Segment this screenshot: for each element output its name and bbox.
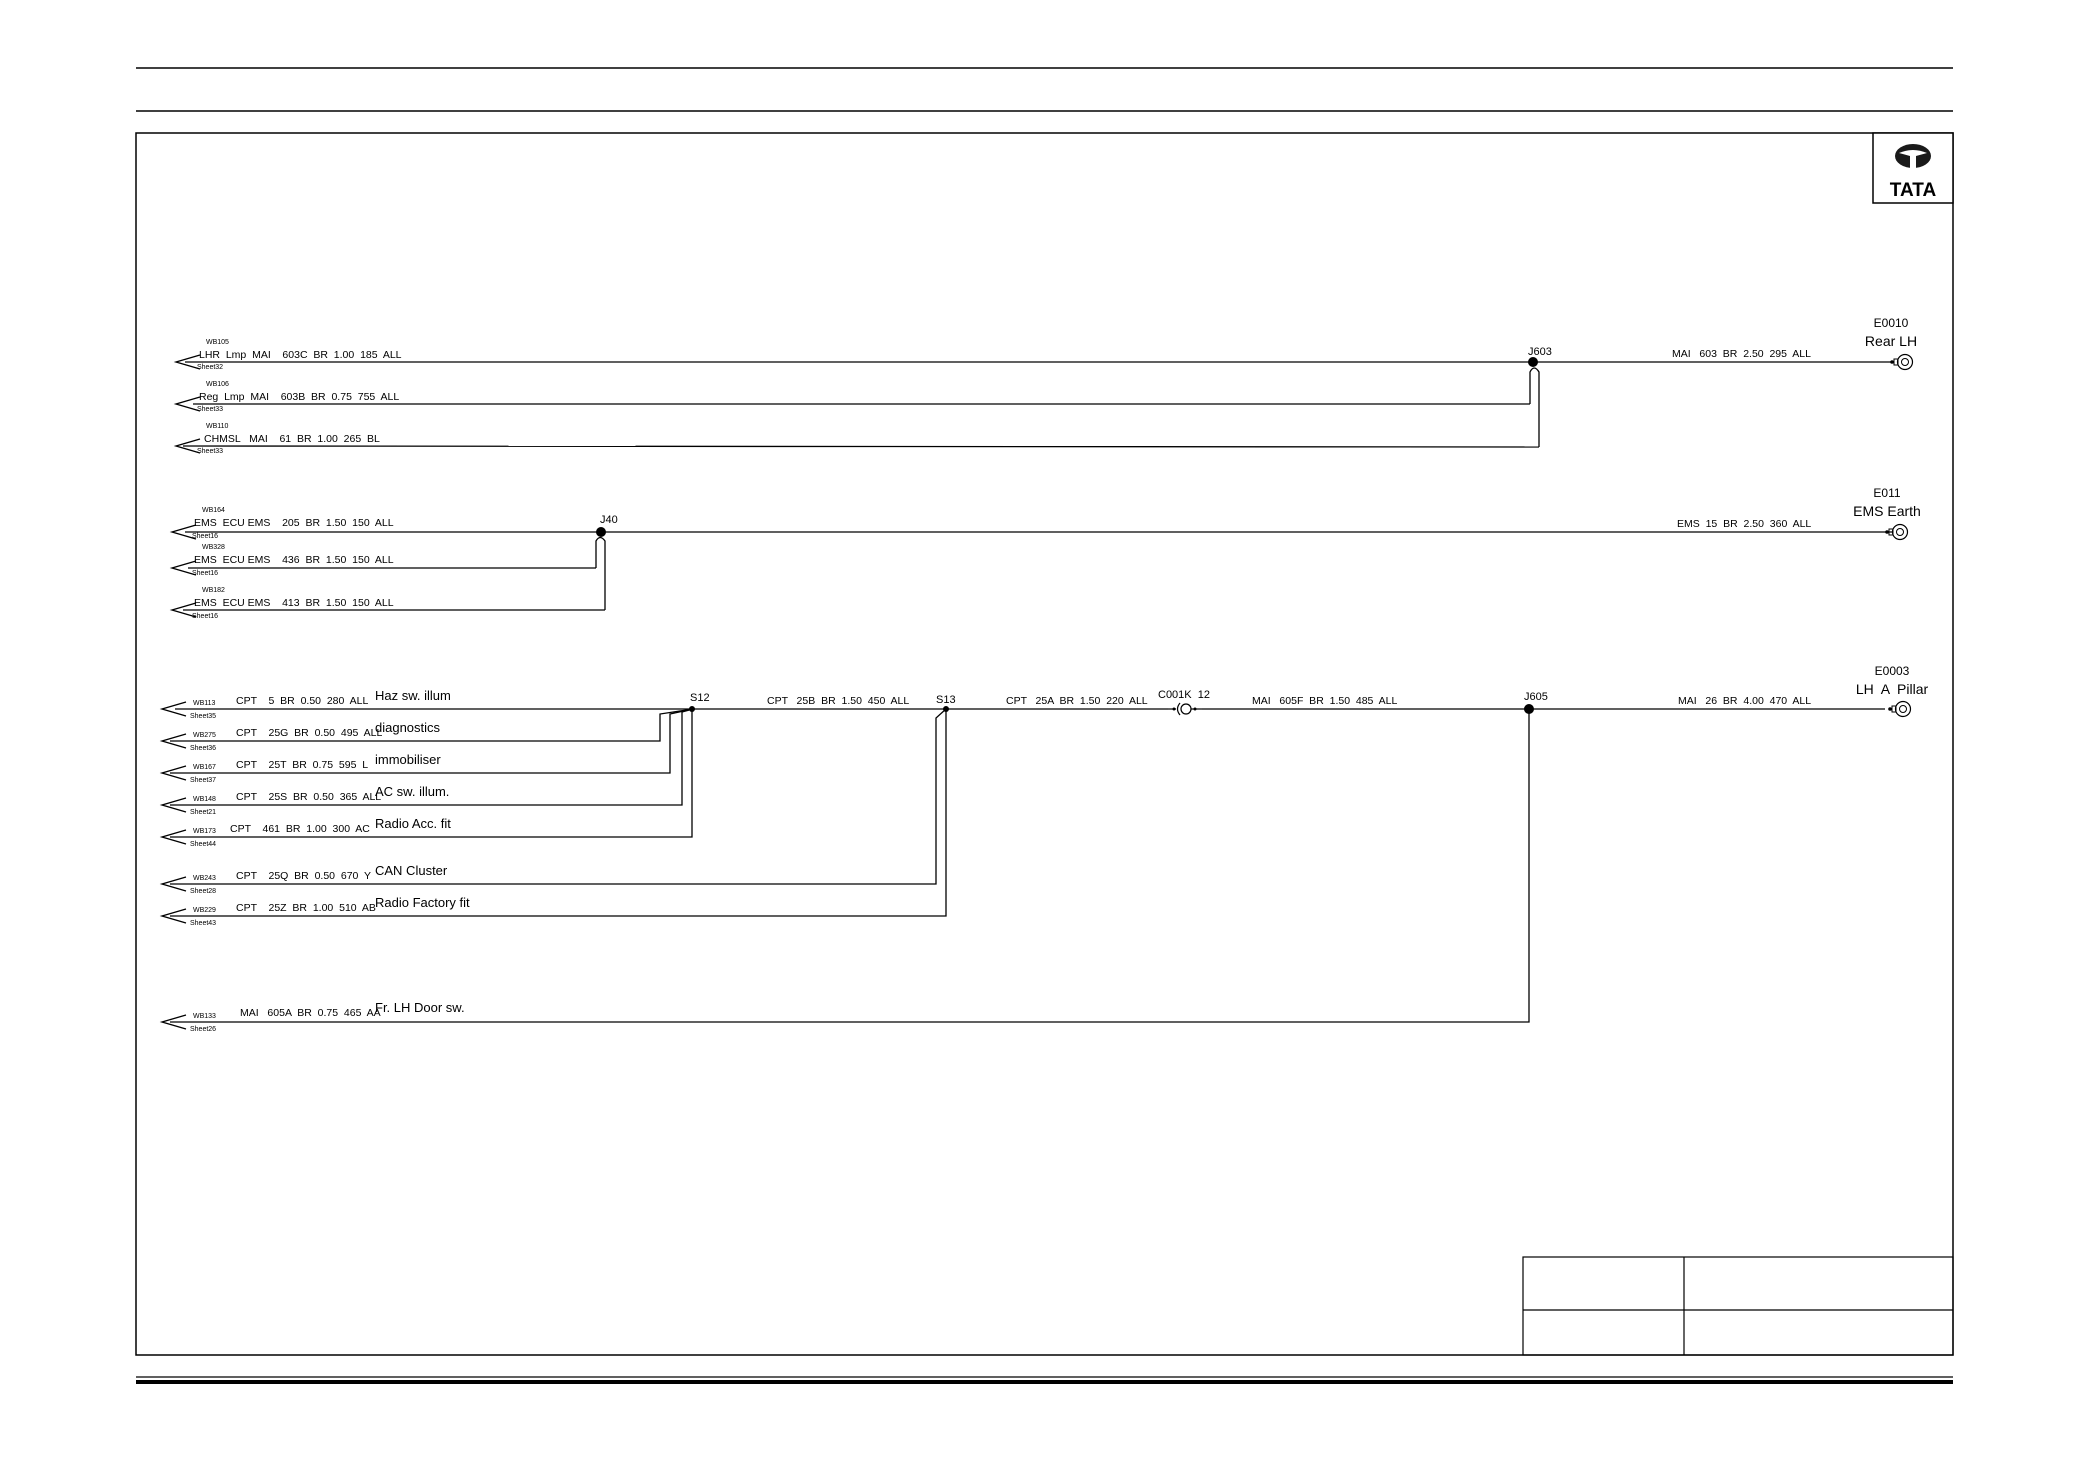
branch-wire-label: EMS ECU EMS 205 BR 1.50 150 ALL (194, 517, 394, 529)
connector-arrow-icon (159, 701, 187, 717)
connector-arrow-icon (169, 560, 197, 576)
branch-wire-label: CPT 461 BR 1.00 300 AC (230, 823, 370, 835)
destination-name: Rear LH (1865, 333, 1917, 349)
branch-ref: WB164 (202, 507, 225, 514)
ground-terminal-icon (1888, 700, 1912, 718)
ground-terminal-icon (1890, 353, 1914, 371)
connector-arrow-icon (173, 396, 201, 412)
branch-wire-label: CPT 25T BR 0.75 595 L (236, 759, 368, 771)
branch-description: diagnostics (375, 720, 441, 735)
connector-arrow-icon (159, 733, 187, 749)
connector-arrow-icon (173, 438, 201, 454)
branch-wire-label: CPT 25S BR 0.50 365 ALL (236, 791, 381, 803)
branch-description: Fr. LH Door sw. (375, 1000, 465, 1015)
branch-sheet: Sheet28 (190, 888, 216, 895)
branch-wire-label: CPT 5 BR 0.50 280 ALL (236, 695, 368, 707)
branch-sheet: Sheet44 (190, 841, 216, 848)
branch-wire-label: LHR Lmp MAI 603C BR 1.00 185 ALL (199, 349, 402, 361)
splice-label: J603 (1528, 346, 1552, 358)
branch-sheet: Sheet21 (190, 809, 216, 816)
connector-arrow-icon (159, 1014, 187, 1030)
branch-description: CAN Cluster (375, 863, 448, 878)
connector-arrow-icon (159, 876, 187, 892)
branch-sheet: Sheet33 (197, 448, 223, 455)
destination-code: E011 (1873, 486, 1900, 500)
branch-sheet: Sheet16 (192, 613, 218, 620)
splice-dot-icon (943, 706, 949, 712)
branch-description: AC sw. illum. (375, 784, 449, 799)
splice-label: S13 (936, 694, 956, 706)
destination-code: E0003 (1875, 664, 1910, 678)
branch-wire-label: EMS ECU EMS 413 BR 1.50 150 ALL (194, 597, 394, 609)
branch-ref: WB106 (206, 381, 229, 388)
destination-wire-label: EMS 15 BR 2.50 360 ALL (1677, 518, 1811, 530)
group-j603: WB105 LHR Lmp MAI 603C BR 1.00 185 ALL S… (173, 316, 1917, 455)
connector-arrow-icon (169, 602, 197, 618)
branch-ref: WB182 (202, 587, 225, 594)
branch-wire-label: Reg Lmp MAI 603B BR 0.75 755 ALL (199, 391, 399, 403)
branch-ref: WB173 (193, 828, 216, 835)
branch-wire-label: CPT 25Q BR 0.50 670 Y (236, 870, 371, 882)
tata-logo: TATA (1872, 132, 1954, 204)
splice-dot-icon (689, 706, 695, 712)
branch-description: immobiliser (375, 752, 441, 767)
branch-ref: WB133 (193, 1013, 216, 1020)
splice-label: J605 (1524, 691, 1548, 703)
group-j605: WB113 Sheet35 CPT 5 BR 0.50 280 ALL Haz … (159, 664, 1929, 1033)
branch-sheet: Sheet43 (190, 920, 216, 927)
connector-arrow-icon (159, 765, 187, 781)
connector-arrow-icon (169, 524, 197, 540)
branch-ref: WB113 (193, 700, 216, 707)
branch-sheet: Sheet36 (190, 745, 216, 752)
splice-dot-icon (596, 527, 606, 537)
branch-ref: WB148 (193, 796, 216, 803)
branch-ref: WB328 (202, 544, 225, 551)
branch-ref: WB275 (193, 732, 216, 739)
connector-arrow-icon (159, 829, 187, 845)
branch-ref: WB110 (206, 423, 229, 430)
destination-wire-label: MAI 26 BR 4.00 470 ALL (1678, 695, 1811, 707)
branch-wire-label: CPT 25G BR 0.50 495 ALL (236, 727, 382, 739)
destination-wire-label: MAI 603 BR 2.50 295 ALL (1672, 348, 1811, 360)
branch-sheet: Sheet16 (192, 533, 218, 540)
splice-dot-icon (1528, 357, 1538, 367)
drawing-frame (135, 132, 1954, 1356)
branch-ref: WB229 (193, 907, 216, 914)
branch-sheet: Sheet32 (197, 364, 223, 371)
branch-description: Radio Factory fit (375, 895, 470, 910)
splice-label: S12 (690, 692, 710, 704)
branch-sheet: Sheet35 (190, 713, 216, 720)
tata-logo-text: TATA (1890, 180, 1937, 201)
branch-wire-label: MAI 605A BR 0.75 465 AA (240, 1007, 381, 1019)
segment-wire-label: CPT 25A BR 1.50 220 ALL (1006, 695, 1148, 707)
splice-dot-icon (1524, 704, 1534, 714)
destination-name: LH A Pillar (1856, 681, 1929, 697)
branch-sheet: Sheet37 (190, 777, 216, 784)
branch-description: Radio Acc. fit (375, 816, 451, 831)
branch-wire-label: CPT 25Z BR 1.00 510 AB (236, 902, 376, 914)
branch-ref: WB105 (206, 339, 229, 346)
connector-arrow-icon (159, 908, 187, 924)
branch-wire-label: EMS ECU EMS 436 BR 1.50 150 ALL (194, 554, 394, 566)
branch-ref: WB243 (193, 875, 216, 882)
connector-arrow-icon (173, 354, 201, 370)
branch-description: Haz sw. illum (375, 688, 451, 703)
destination-name: EMS Earth (1853, 503, 1921, 519)
ground-terminal-icon (1885, 523, 1909, 541)
branch-sheet: Sheet26 (190, 1026, 216, 1033)
splice-label: J40 (600, 514, 618, 526)
segment-wire-label: MAI 605F BR 1.50 485 ALL (1252, 695, 1397, 707)
segment-wire-label: CPT 25B BR 1.50 450 ALL (767, 695, 909, 707)
connector-label: C001K 12 (1158, 689, 1210, 701)
inline-connector-icon (1168, 702, 1202, 716)
destination-code: E0010 (1874, 316, 1909, 330)
group-j40: WB164 EMS ECU EMS 205 BR 1.50 150 ALL Sh… (169, 486, 1921, 620)
branch-wire-label: CHMSL MAI 61 BR 1.00 265 BL (204, 433, 380, 445)
title-block (1522, 1256, 1954, 1356)
branch-ref: WB167 (193, 764, 216, 771)
branch-sheet: Sheet16 (192, 570, 218, 577)
connector-arrow-icon (159, 797, 187, 813)
branch-sheet: Sheet33 (197, 406, 223, 413)
